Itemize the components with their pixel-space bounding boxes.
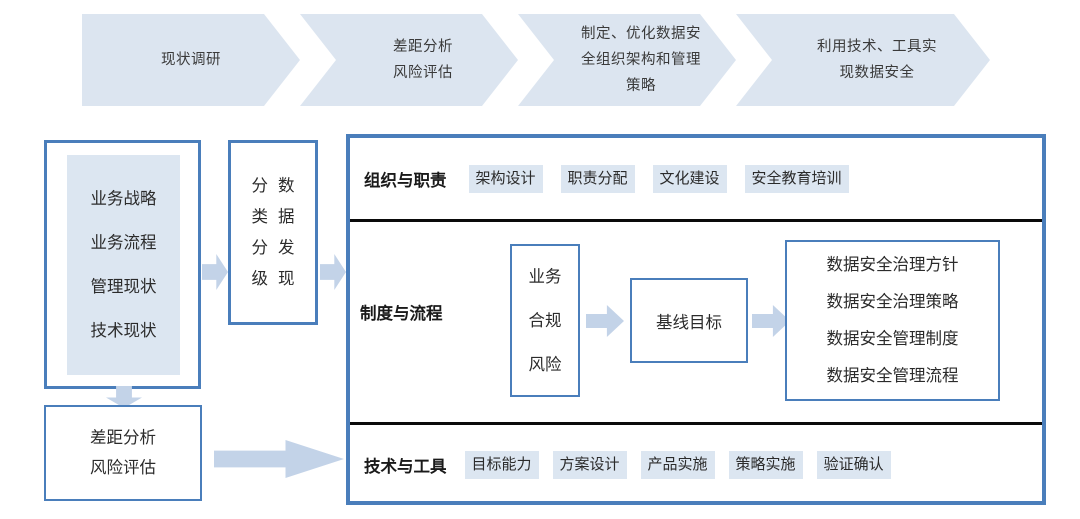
policy-driver: 风险: [528, 355, 562, 374]
discovery-column: 数 据 发 现: [278, 171, 295, 295]
classification-char: 类: [251, 207, 269, 226]
classification-char: 分: [251, 176, 269, 195]
process-step-1[interactable]: 现状调研: [82, 14, 300, 106]
baseline-goal-label: 基线目标: [656, 313, 722, 332]
current-state-item: 业务流程: [90, 234, 157, 252]
policy-document: 数据安全管理流程: [826, 366, 959, 385]
classification-char: 级: [251, 269, 269, 288]
organization-tag[interactable]: 架构设计: [468, 164, 543, 193]
process-step-4[interactable]: 利用技术、工具实现数据安全: [736, 14, 990, 106]
process-step-4-label: 利用技术、工具实现数据安全: [736, 34, 990, 86]
row-label-technology: 技术与工具: [364, 458, 447, 476]
discovery-char: 数: [278, 176, 295, 195]
process-step-line: 全组织架构和管理: [581, 52, 701, 68]
process-step-2[interactable]: 差距分析风险评估: [300, 14, 518, 106]
process-step-line: 差距分析: [393, 39, 453, 55]
organization-tag[interactable]: 文化建设: [652, 164, 727, 193]
panel-row-technology: 技术与工具 目标能力 方案设计 产品实施 策略实施 验证确认: [350, 425, 1042, 505]
arrow-right-large-icon: [214, 440, 344, 478]
policy-document: 数据安全管理制度: [826, 329, 959, 348]
classification-column: 分 类 分 级: [252, 171, 269, 295]
technology-tag-list: 目标能力 方案设计 产品实施 策略实施 验证确认: [464, 451, 891, 479]
process-step-3[interactable]: 制定、优化数据安全组织架构和管理策略: [518, 14, 736, 106]
process-step-line: 策略: [626, 78, 656, 94]
discovery-char: 现: [278, 269, 295, 288]
policy-document: 数据安全治理策略: [826, 292, 959, 311]
process-step-line: 风险评估: [393, 65, 453, 81]
current-state-item: 技术现状: [90, 322, 157, 340]
panel-row-organization: 组织与职责 架构设计 职责分配 文化建设 安全教育培训: [350, 138, 1042, 219]
policy-drivers-box[interactable]: 业务 合规 风险: [510, 244, 580, 397]
technology-tag[interactable]: 验证确认: [816, 451, 891, 479]
process-step-3-label: 制定、优化数据安全组织架构和管理策略: [518, 21, 736, 99]
technology-tag[interactable]: 产品实施: [640, 451, 715, 479]
policy-driver: 合规: [528, 311, 562, 330]
discovery-char: 据: [278, 207, 295, 226]
technology-tag[interactable]: 方案设计: [552, 451, 627, 479]
arrow-right-icon: [202, 254, 228, 290]
gap-analysis-line: 风险评估: [90, 459, 156, 477]
organization-tag[interactable]: 职责分配: [560, 164, 635, 193]
policy-document: 数据安全治理方针: [826, 255, 959, 274]
current-state-item: 管理现状: [90, 278, 157, 296]
process-step-line: 制定、优化数据安: [581, 26, 701, 42]
discovery-char: 发: [278, 238, 295, 257]
current-state-box[interactable]: 业务战略 业务流程 管理现状 技术现状: [67, 155, 180, 375]
arrow-right-icon: [320, 254, 346, 290]
gap-analysis-line: 差距分析: [90, 429, 156, 447]
classification-char: 分: [251, 238, 269, 257]
row-label-organization: 组织与职责: [364, 171, 447, 190]
technology-tag[interactable]: 策略实施: [728, 451, 803, 479]
process-step-1-label: 现状调研: [82, 47, 300, 73]
gap-analysis-box[interactable]: 差距分析 风险评估: [44, 405, 202, 501]
organization-tag-list: 架构设计 职责分配 文化建设 安全教育培训: [468, 164, 849, 193]
technology-tag[interactable]: 目标能力: [464, 451, 539, 479]
row-divider: [350, 422, 1042, 425]
row-label-policy: 制度与流程: [360, 305, 443, 323]
process-step-2-label: 差距分析风险评估: [300, 34, 518, 86]
policy-documents-box[interactable]: 数据安全治理方针 数据安全治理策略 数据安全管理制度 数据安全管理流程: [785, 240, 1000, 401]
row-divider: [350, 219, 1042, 222]
policy-driver: 业务: [528, 267, 562, 286]
process-step-line: 现状调研: [161, 52, 221, 68]
process-step-line: 利用技术、工具实: [817, 39, 937, 55]
process-step-line: 现数据安全: [839, 65, 915, 81]
organization-tag[interactable]: 安全教育培训: [744, 164, 849, 193]
baseline-goal-box[interactable]: 基线目标: [630, 278, 748, 363]
data-classification-box[interactable]: 分 类 分 级 数 据 发 现: [228, 140, 318, 325]
current-state-item: 业务战略: [90, 190, 157, 208]
